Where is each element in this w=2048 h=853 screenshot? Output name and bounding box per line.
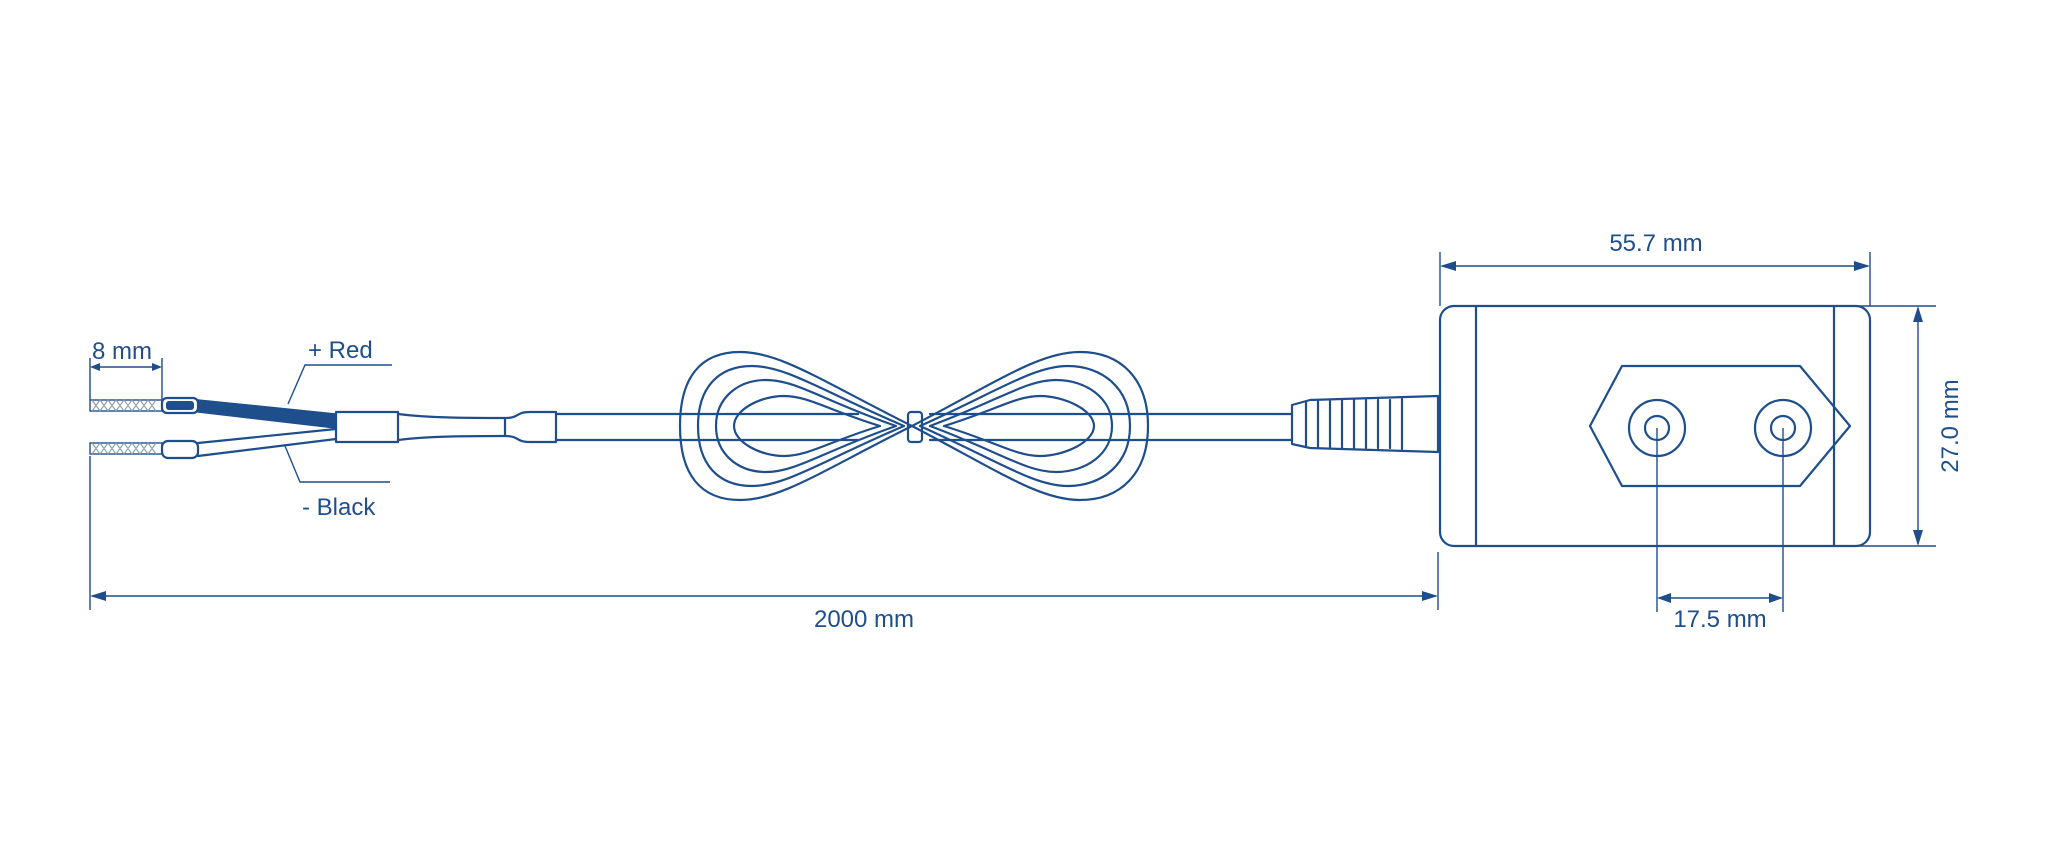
- positive-wire-label: + Red: [308, 337, 373, 364]
- euro-plug-face: [1588, 364, 1852, 488]
- red-wire: [197, 399, 337, 429]
- adapter-height-label: 27.0 mm: [1937, 379, 1964, 472]
- strain-relief: [1290, 394, 1440, 454]
- strip-length-label: 8 mm: [92, 338, 152, 365]
- cable-tie: [906, 410, 924, 444]
- wire-ends: [89, 396, 558, 460]
- cable-coil: [554, 350, 1294, 502]
- negative-wire-label: - Black: [302, 494, 376, 521]
- cable-length-label: 2000 mm: [814, 606, 914, 633]
- black-wire-ferrule: [160, 439, 200, 460]
- adapter-housing: [1438, 304, 1872, 548]
- adapter-width-label: 55.7 mm: [1609, 230, 1702, 257]
- dimension-lines: [89, 252, 1936, 612]
- pin-spacing-label: 17.5 mm: [1673, 606, 1766, 633]
- black-wire: [196, 427, 338, 458]
- wire-split-sleeve: [334, 410, 400, 444]
